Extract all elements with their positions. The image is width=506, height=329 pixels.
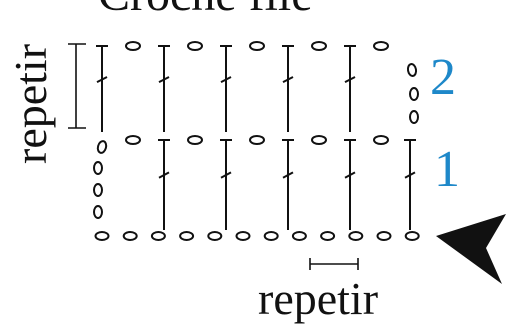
treble-stitch-row-1 xyxy=(158,139,170,230)
treble-stitch-row-1 xyxy=(220,139,232,230)
chain-stitch-turning-row-2 xyxy=(406,63,418,77)
stitch-symbols xyxy=(93,41,420,241)
chain-stitch-turning-row-1 xyxy=(93,205,103,219)
chain-stitch-foundation xyxy=(235,231,251,241)
chain-stitch-foundation xyxy=(263,231,279,241)
chain-stitch-turning-row-1 xyxy=(96,140,108,154)
chain-stitch-turning-row-2 xyxy=(409,87,419,101)
chain-stitch-mesh-row-2 xyxy=(249,41,265,51)
chain-stitch-foundation xyxy=(348,231,364,241)
chain-stitch-foundation xyxy=(291,231,307,241)
bottom-repeat-bracket xyxy=(309,258,359,270)
chain-stitch-turning-row-1 xyxy=(93,161,103,175)
chain-stitch-foundation xyxy=(404,231,420,241)
side-repeat-bracket xyxy=(68,43,86,129)
chain-stitch-foundation xyxy=(122,231,138,241)
row-number-2: 2 xyxy=(430,49,456,106)
chain-stitch-mesh-row-2 xyxy=(125,41,141,51)
chain-stitch-mesh-row-2 xyxy=(187,41,203,51)
row-number-1: 1 xyxy=(434,141,460,198)
diagram-title: Crochê filé xyxy=(98,0,313,21)
chain-stitch-mesh-row-1 xyxy=(125,135,141,145)
treble-stitch-row-2 xyxy=(96,45,108,132)
chain-stitch-foundation xyxy=(150,231,166,241)
arrowhead-pointer-icon xyxy=(436,214,506,284)
chain-stitch-foundation xyxy=(94,231,110,241)
chain-stitch-foundation xyxy=(207,231,223,241)
chain-stitch-mesh-row-1 xyxy=(311,135,327,145)
treble-stitch-row-1 xyxy=(344,139,356,230)
chain-stitch-turning-row-1 xyxy=(93,183,103,197)
chain-stitch-mesh-row-1 xyxy=(249,135,265,145)
chain-stitch-mesh-row-2 xyxy=(373,41,389,51)
treble-stitch-row-2 xyxy=(220,45,232,132)
chain-stitch-foundation xyxy=(376,231,392,241)
treble-stitch-row-2 xyxy=(344,45,356,132)
treble-stitch-row-2 xyxy=(158,45,170,132)
chain-stitch-mesh-row-1 xyxy=(187,135,203,145)
treble-stitch-row-1 xyxy=(404,139,416,230)
treble-stitch-row-1 xyxy=(282,139,294,230)
treble-stitch-row-2 xyxy=(282,45,294,132)
chain-stitch-foundation xyxy=(320,231,336,241)
chain-stitch-mesh-row-2 xyxy=(311,41,327,51)
side-repeat-label: repetir xyxy=(5,44,56,164)
chain-stitch-turning-row-2 xyxy=(409,110,419,124)
chain-stitch-foundation xyxy=(179,231,195,241)
chain-stitch-mesh-row-1 xyxy=(373,135,389,145)
bottom-repeat-label: repetir xyxy=(258,273,378,324)
